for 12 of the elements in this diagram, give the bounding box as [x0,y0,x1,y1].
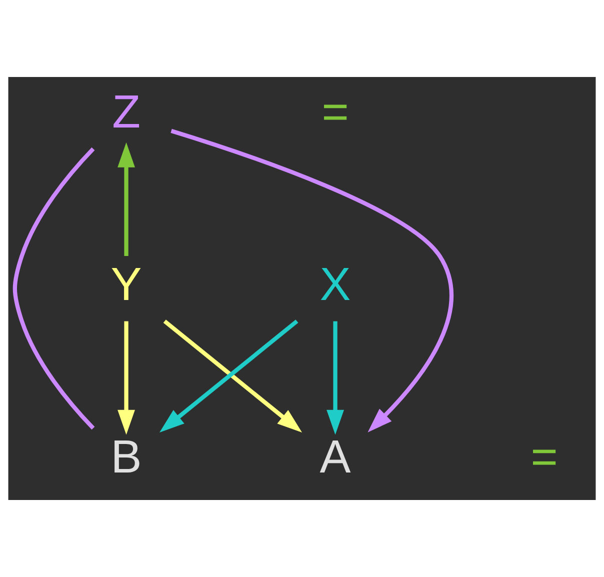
arrow [118,142,135,256]
node-text: X [320,258,351,310]
node-text: Z [112,85,140,138]
node-text: A [320,430,351,482]
connector [12,147,95,430]
node-text: B [110,430,142,482]
arrow [170,128,454,432]
label: = [530,430,558,482]
arrow [118,321,135,435]
node-text: Y [110,258,142,310]
arrow [326,321,344,435]
label: = [322,85,349,138]
